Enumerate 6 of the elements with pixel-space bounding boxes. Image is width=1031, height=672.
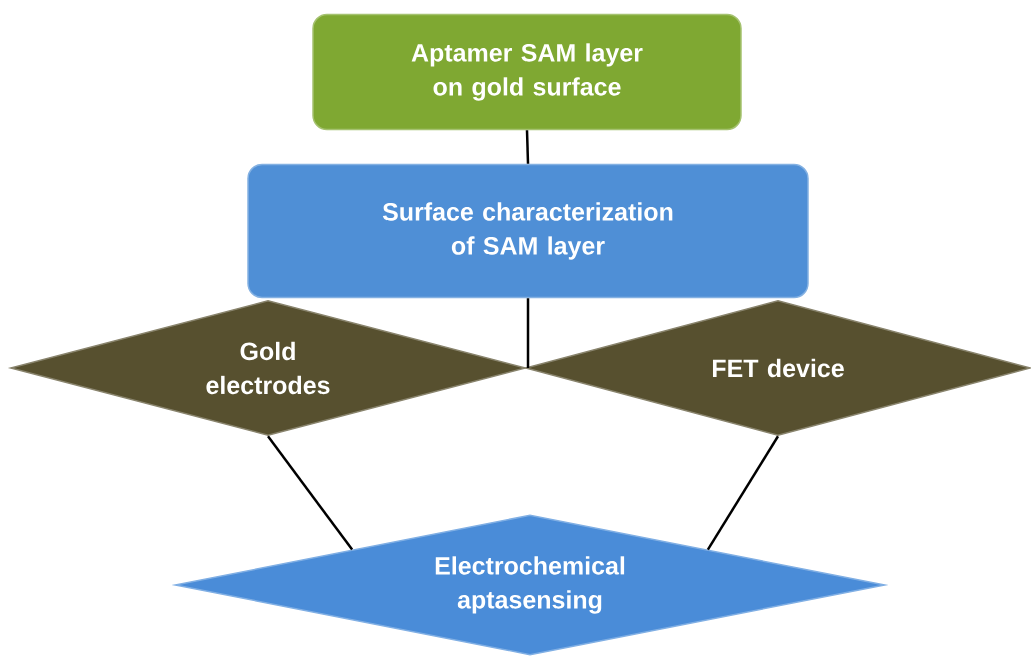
connector-line [525, 130, 530, 164]
process-box: Aptamer SAM layer on gold surface [312, 13, 742, 131]
connector-line [267, 435, 354, 551]
connector-line [526, 298, 530, 368]
connector-line [706, 435, 780, 551]
process-box: Surface characterization of SAM layer [247, 163, 809, 299]
